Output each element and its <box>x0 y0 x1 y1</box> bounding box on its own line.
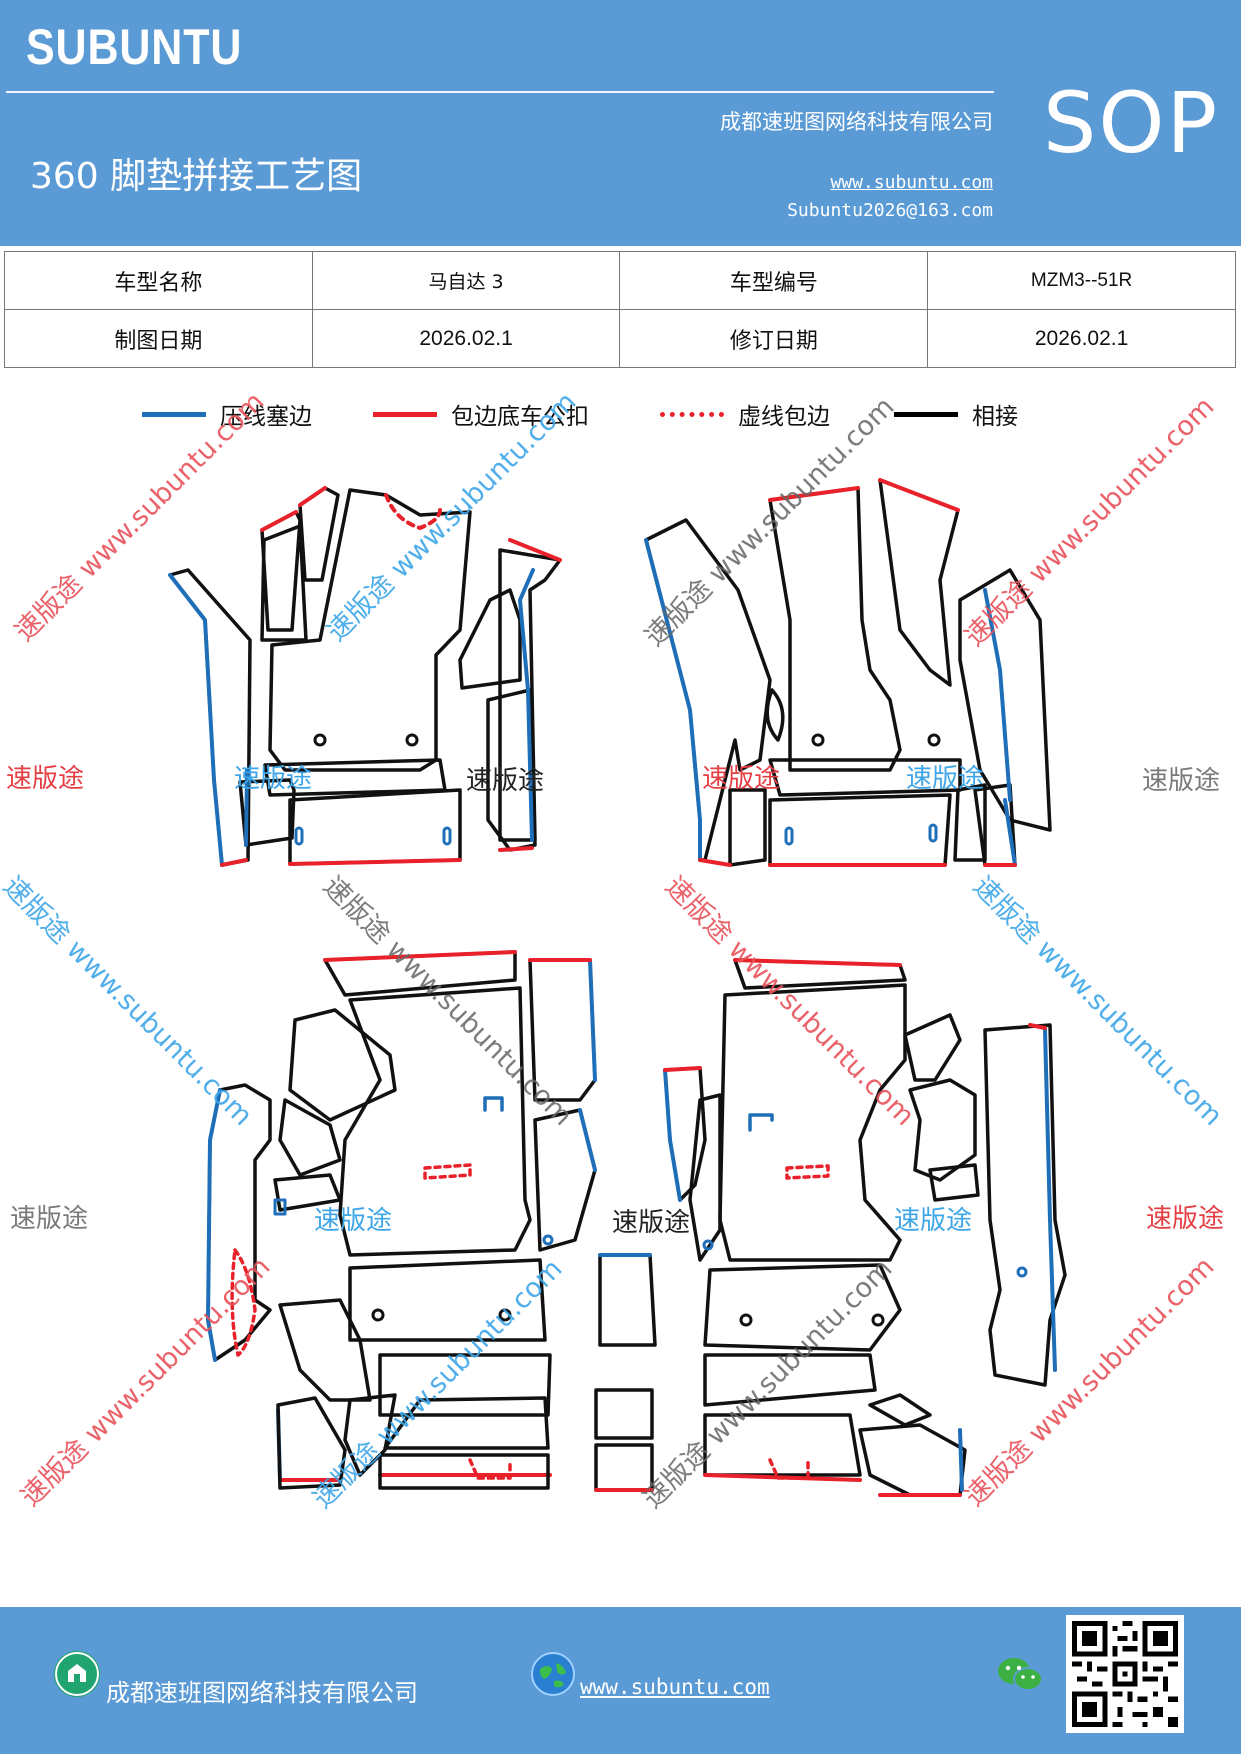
front-left-blue-edges <box>168 568 535 867</box>
company-name: 成都速班图网络科技有限公司 <box>720 110 993 134</box>
front-right-mat <box>644 478 1052 867</box>
rear-right-clip <box>748 1113 774 1132</box>
model-code-value: MZM3--51R <box>927 251 1236 310</box>
table-row: 制图日期 2026.02.1 修订日期 2026.02.1 <box>4 309 1236 368</box>
legend-label: 压线塞边 <box>220 404 312 430</box>
watermark-text: 速版途 <box>234 764 313 794</box>
legend-item-joint: 相接 <box>894 397 1018 431</box>
footer-company-name: 成都速班图网络科技有限公司 <box>106 1679 418 1707</box>
brand-logo: SUBUNTU <box>26 19 243 75</box>
rear-right-hole <box>702 1239 714 1251</box>
qr-code[interactable] <box>1066 1615 1184 1733</box>
legend-swatch-blue <box>142 411 206 417</box>
front-right-hole <box>811 733 825 747</box>
front-left-dotted-edge <box>384 493 442 530</box>
globe-icon <box>530 1651 576 1697</box>
mat-pieces-svg <box>168 478 1067 1497</box>
watermark-text: 速版途 <box>612 1208 691 1238</box>
legend-item-edge-clip: 包边底车公扣 <box>373 397 589 431</box>
legend-item-dotted-edge: 虚线包边 <box>660 397 830 431</box>
rear-right-hole <box>871 1313 885 1327</box>
building-icon <box>54 1651 100 1697</box>
rear-left-slot <box>273 1198 287 1216</box>
revision-date-value: 2026.02.1 <box>927 309 1236 368</box>
watermark-text: 速版途 <box>1146 1204 1225 1234</box>
rear-left-lower-pieces <box>276 1393 550 1490</box>
rear-left-hole <box>542 1234 554 1246</box>
table-row: 车型名称 马自达 3 车型编号 MZM3--51R <box>4 251 1236 310</box>
front-left-slot <box>294 826 304 846</box>
front-right-slot <box>784 826 794 846</box>
watermark-text: 速版途 <box>10 1204 89 1234</box>
vehicle-info-table: 车型名称 马自达 3 车型编号 MZM3--51R 制图日期 2026.02.1… <box>4 251 1236 368</box>
rear-left-clip <box>483 1096 504 1112</box>
model-code-label: 车型编号 <box>619 251 929 310</box>
front-left-hole <box>405 733 419 747</box>
watermark-text: 速版途 <box>466 766 545 796</box>
rear-left-hole <box>371 1308 385 1322</box>
revision-date-label: 修订日期 <box>619 309 929 368</box>
header-rule <box>6 91 994 93</box>
legend-item-press-line: 压线塞边 <box>142 397 312 431</box>
rear-right-dotted-edge <box>768 1458 810 1480</box>
website-link[interactable]: www.subuntu.com <box>830 172 993 193</box>
sop-badge: SOP <box>1043 74 1220 172</box>
legend: 压线塞边 包边底车公扣 虚线包边 相接 <box>0 397 1241 437</box>
legend-swatch-black <box>894 411 958 417</box>
rear-right-hole <box>1016 1266 1028 1278</box>
legend-swatch-red <box>373 411 437 417</box>
watermark-text: 速版途 <box>702 764 781 794</box>
front-right-red-edges <box>698 478 1017 867</box>
rear-left-mat <box>206 950 597 1417</box>
front-right-hole <box>927 733 941 747</box>
watermark-text: 速版途 <box>6 764 85 794</box>
watermark-text: 速版途 <box>314 1206 393 1236</box>
draw-date-label: 制图日期 <box>4 309 313 368</box>
rear-left-dotted-edge <box>468 1458 512 1480</box>
legend-label: 相接 <box>972 404 1018 430</box>
front-right-slot <box>928 823 938 843</box>
front-left-mat <box>168 486 562 867</box>
rear-right-blue-edges <box>663 1028 1057 1492</box>
mat-assembly-drawing: 速版途 速版途 速版途 速版途 速版途 速版途 速版途 速版途 速版途 速版途 … <box>0 386 1241 1600</box>
legend-label: 虚线包边 <box>738 404 830 430</box>
front-right-blue-edges <box>644 538 1017 867</box>
watermark-text: 速版途 <box>1142 766 1221 796</box>
rear-right-mat <box>663 958 1067 1497</box>
rear-left-dotted-edge <box>423 1163 472 1180</box>
rear-right-dotted-edge <box>785 1164 830 1180</box>
model-name-value: 马自达 3 <box>311 251 621 310</box>
wechat-icon[interactable] <box>996 1655 1044 1695</box>
model-name-label: 车型名称 <box>4 251 313 310</box>
email-address[interactable]: Subuntu2026@163.com <box>787 200 993 221</box>
front-left-red-edges <box>220 486 562 867</box>
rear-right-hole <box>739 1313 753 1327</box>
draw-date-value: 2026.02.1 <box>311 309 621 368</box>
page-footer: 成都速班图网络科技有限公司 www.subuntu.com <box>0 1607 1241 1754</box>
legend-label: 包边底车公扣 <box>451 404 589 430</box>
center-tunnel-pieces <box>594 1253 657 1492</box>
rear-left-red-edges <box>278 950 592 1482</box>
watermark-text: 速版途 <box>906 764 985 794</box>
rear-left-hole <box>498 1308 512 1322</box>
front-left-hole <box>313 733 327 747</box>
legend-swatch-red-dotted <box>660 411 724 417</box>
rear-left-dotted-edge <box>230 1248 257 1357</box>
footer-website-link[interactable]: www.subuntu.com <box>580 1675 770 1699</box>
watermark-text: 速版途 <box>894 1206 973 1236</box>
document-title: 360 脚垫拼接工艺图 <box>30 156 363 197</box>
front-left-slot <box>442 826 452 846</box>
page-header: SUBUNTU 360 脚垫拼接工艺图 成都速班图网络科技有限公司 www.su… <box>0 0 1241 246</box>
